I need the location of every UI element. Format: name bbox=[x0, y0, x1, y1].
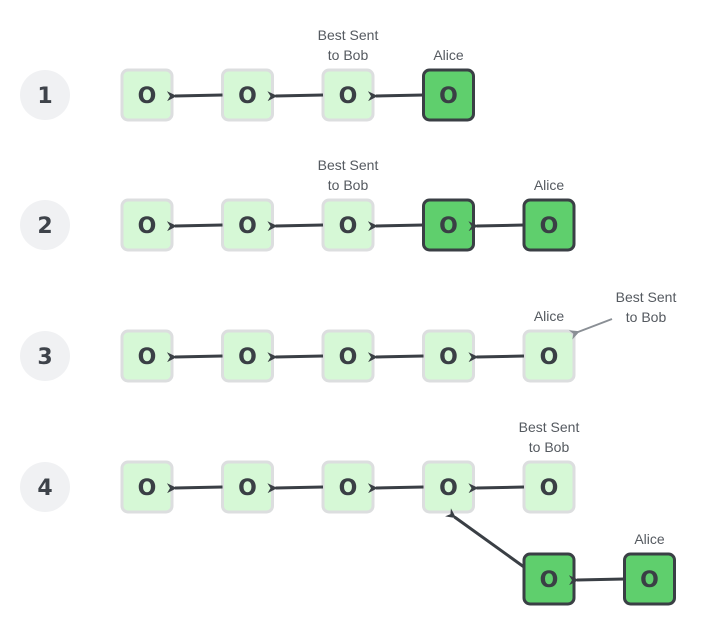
block-glyph: O bbox=[138, 476, 157, 501]
block-glyph: O bbox=[339, 84, 358, 109]
block-label: to Bob bbox=[529, 439, 570, 455]
chain-arrow bbox=[367, 352, 424, 363]
step-badge bbox=[20, 462, 70, 512]
chain-arrow bbox=[267, 483, 324, 494]
step-badge bbox=[20, 331, 70, 381]
block-glyph: O bbox=[238, 345, 257, 370]
block-label: Best Sent bbox=[616, 289, 677, 305]
block-glyph: O bbox=[540, 568, 559, 593]
step-number: 3 bbox=[37, 345, 52, 370]
chain-arrow bbox=[468, 221, 525, 232]
chain-arrow bbox=[267, 221, 324, 232]
chain-arrow bbox=[166, 221, 223, 232]
block-glyph: O bbox=[640, 568, 659, 593]
block-label: Alice bbox=[534, 177, 565, 193]
block-label: to Bob bbox=[328, 177, 369, 193]
block-label: Alice bbox=[433, 47, 464, 63]
block-glyph: O bbox=[339, 476, 358, 501]
block-glyph: O bbox=[540, 214, 559, 239]
chain-arrow bbox=[367, 483, 424, 494]
step-number: 4 bbox=[37, 476, 52, 501]
block-label: Best Sent bbox=[318, 157, 379, 173]
block-glyph: O bbox=[138, 84, 157, 109]
block-label: Alice bbox=[534, 308, 565, 324]
chain-arrow bbox=[568, 575, 625, 586]
block-label: to Bob bbox=[626, 309, 667, 325]
block-glyph: O bbox=[238, 476, 257, 501]
chain-arrow bbox=[166, 91, 223, 102]
chain-arrow bbox=[468, 352, 525, 363]
block-glyph: O bbox=[439, 345, 458, 370]
block-glyph: O bbox=[439, 476, 458, 501]
block-glyph: O bbox=[439, 214, 458, 239]
block-glyph: O bbox=[439, 84, 458, 109]
block-glyph: O bbox=[339, 345, 358, 370]
step-badge bbox=[20, 200, 70, 250]
block-label: Best Sent bbox=[318, 27, 379, 43]
block-glyph: O bbox=[138, 345, 157, 370]
fork-arrow bbox=[445, 508, 525, 569]
chain-arrow bbox=[166, 483, 223, 494]
block-glyph: O bbox=[138, 214, 157, 239]
block-glyph: O bbox=[540, 345, 559, 370]
chain-arrow bbox=[367, 221, 424, 232]
chain-arrow bbox=[468, 483, 525, 494]
block-glyph: O bbox=[238, 214, 257, 239]
block-label: to Bob bbox=[328, 47, 369, 63]
chain-arrow bbox=[166, 352, 223, 363]
pointer-arrow bbox=[568, 318, 613, 340]
chain-arrow bbox=[267, 352, 324, 363]
block-glyph: O bbox=[238, 84, 257, 109]
step-badge bbox=[20, 70, 70, 120]
block-glyph: O bbox=[339, 214, 358, 239]
chain-arrow bbox=[267, 91, 324, 102]
block-label: Alice bbox=[634, 531, 665, 547]
block-label: Best Sent bbox=[519, 419, 580, 435]
step-number: 1 bbox=[37, 84, 52, 109]
step-number: 2 bbox=[37, 214, 52, 239]
block-glyph: O bbox=[540, 476, 559, 501]
chain-arrow bbox=[367, 91, 424, 102]
